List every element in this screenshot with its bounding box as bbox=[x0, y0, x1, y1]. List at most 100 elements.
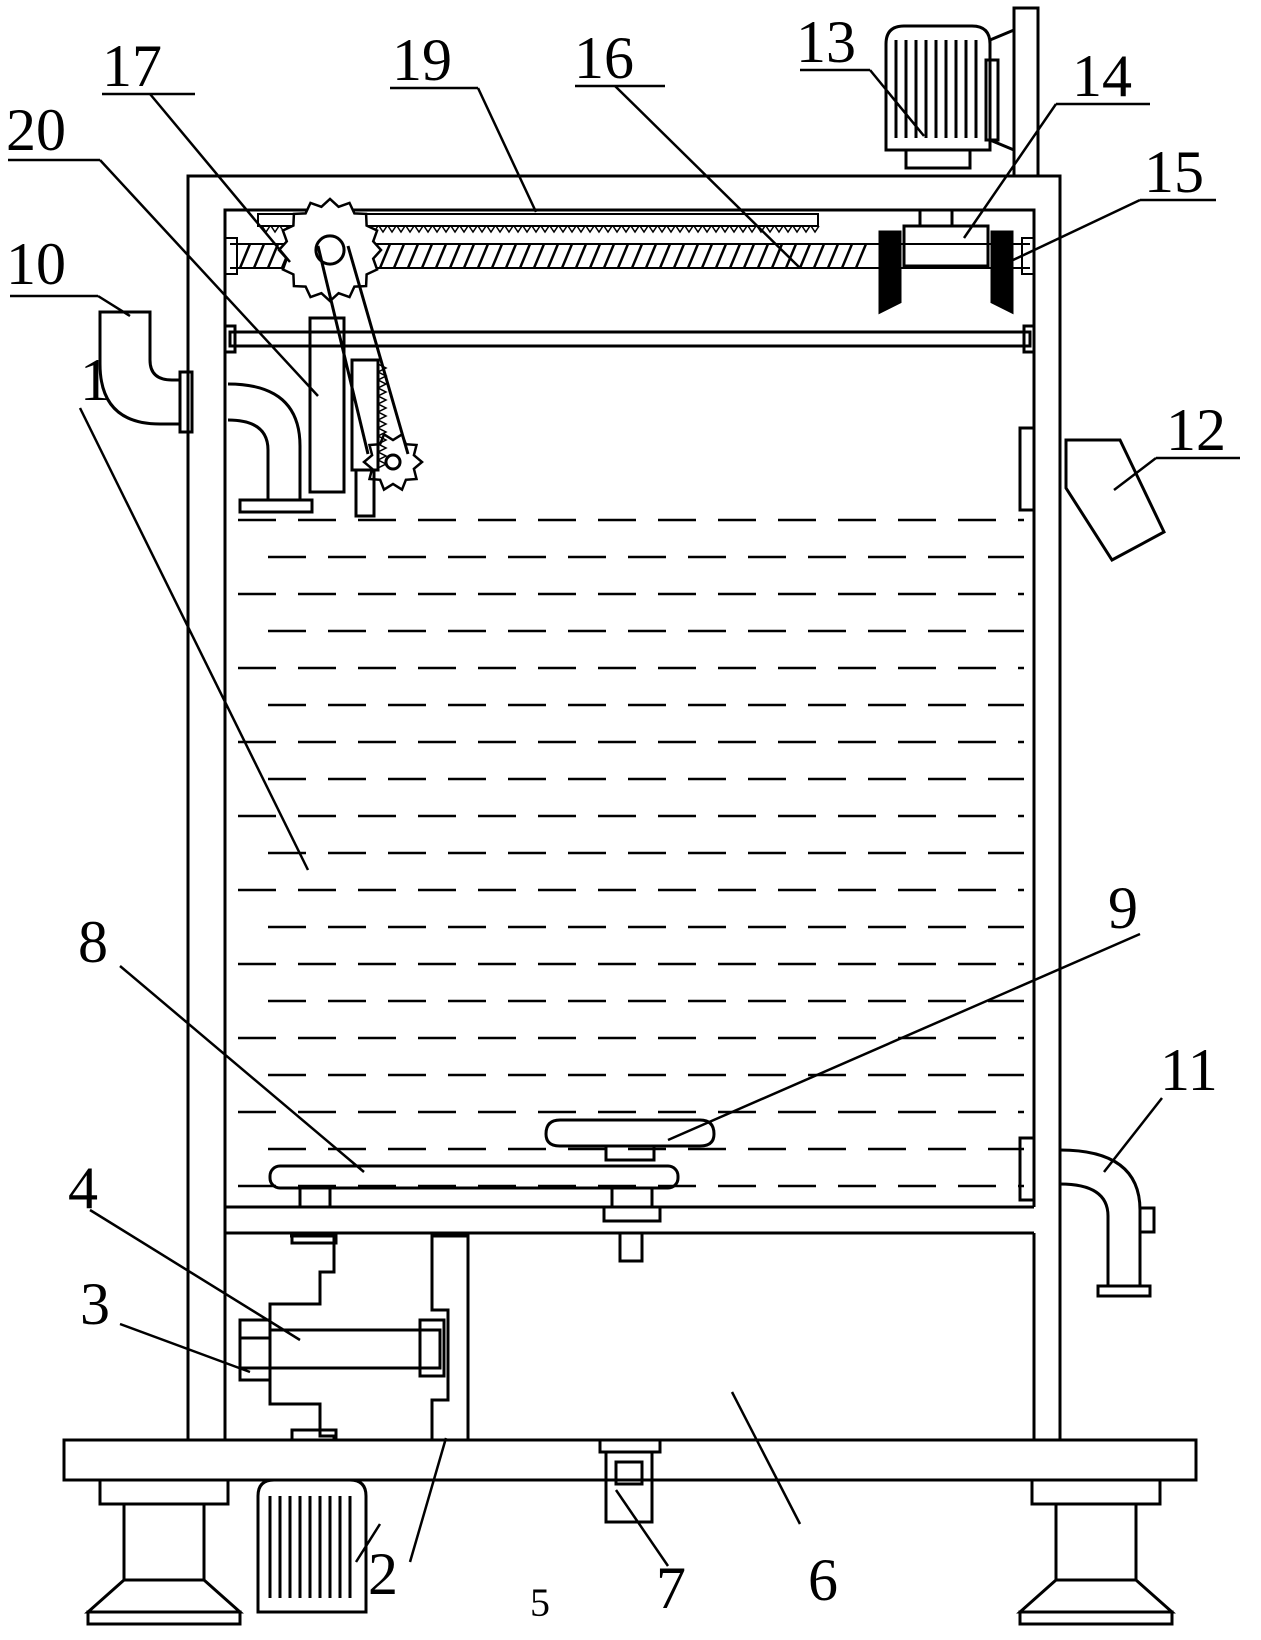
saw-tooth bbox=[377, 395, 388, 405]
foot-left bbox=[84, 1478, 244, 1626]
saw-tooth bbox=[377, 435, 388, 445]
saw-tooth bbox=[377, 403, 388, 413]
saw-tooth bbox=[377, 387, 388, 397]
saw-tooth bbox=[377, 411, 388, 421]
screw-thread bbox=[532, 243, 546, 269]
rack-tooth bbox=[729, 225, 739, 234]
screw-thread bbox=[546, 243, 560, 269]
screw-thread bbox=[462, 243, 476, 269]
screw-thread bbox=[756, 243, 770, 269]
rack-tooth bbox=[513, 225, 523, 234]
screw-thread bbox=[658, 243, 672, 269]
rack-tooth bbox=[567, 225, 577, 234]
rack-tooth bbox=[540, 225, 550, 234]
screw-thread bbox=[602, 243, 616, 269]
rack-tooth bbox=[684, 225, 694, 234]
screw-thread bbox=[714, 243, 728, 269]
rack-tooth bbox=[774, 225, 784, 234]
rack-tooth bbox=[639, 225, 649, 234]
saw-tooth bbox=[377, 379, 388, 389]
guide-rod bbox=[223, 324, 1036, 354]
screw-thread bbox=[812, 243, 826, 269]
screw-thread bbox=[574, 243, 588, 269]
saw-tooth bbox=[377, 443, 388, 453]
rack-tooth bbox=[675, 225, 685, 234]
rack-tooth bbox=[792, 225, 802, 234]
rack-tooth bbox=[531, 225, 541, 234]
rack-tooth bbox=[630, 225, 640, 234]
label-12: 12 bbox=[1166, 397, 1226, 463]
saw-tooth bbox=[377, 419, 388, 429]
label-5: 5 bbox=[530, 1580, 550, 1625]
saw-tooth bbox=[377, 363, 388, 373]
rack-tooth bbox=[621, 225, 631, 234]
screw-thread bbox=[392, 243, 406, 269]
rack-tooth bbox=[657, 225, 667, 234]
label-13: 13 bbox=[796, 9, 856, 75]
stirrer-and-belt bbox=[268, 1118, 716, 1223]
rack-tooth bbox=[396, 225, 406, 234]
rack-tooth bbox=[711, 225, 721, 234]
foot-right bbox=[1016, 1478, 1176, 1626]
screw-thread bbox=[700, 243, 714, 269]
rack-tooth bbox=[594, 225, 604, 234]
label-15: 15 bbox=[1144, 139, 1204, 205]
screw-thread bbox=[490, 243, 504, 269]
rack-tooth bbox=[801, 225, 811, 234]
label-7: 7 bbox=[656, 1555, 686, 1621]
rack-tooth bbox=[738, 225, 748, 234]
screw-thread bbox=[434, 243, 448, 269]
screw-thread bbox=[238, 243, 252, 269]
label-11: 11 bbox=[1160, 1037, 1218, 1103]
screw-thread bbox=[504, 243, 518, 269]
slider-block bbox=[878, 208, 1014, 315]
rack-tooth bbox=[495, 225, 505, 234]
rack-tooth bbox=[441, 225, 451, 234]
rack-tooth bbox=[405, 225, 415, 234]
rack-tooth bbox=[432, 225, 442, 234]
screw-thread bbox=[588, 243, 602, 269]
screw-thread bbox=[826, 243, 840, 269]
screw-thread bbox=[518, 243, 532, 269]
rack-tooth bbox=[549, 225, 559, 234]
rack-tooth bbox=[765, 225, 775, 234]
water-body bbox=[238, 518, 1024, 1188]
gear-belt-assembly bbox=[277, 197, 424, 518]
label-16: 16 bbox=[574, 25, 634, 91]
screw-thread bbox=[266, 243, 280, 269]
rack-tooth bbox=[603, 225, 613, 234]
lower-pump-unit bbox=[238, 1231, 662, 1524]
gear-hub bbox=[384, 453, 402, 471]
bottom-motor bbox=[256, 1478, 368, 1614]
rack-tooth bbox=[648, 225, 658, 234]
label-14: 14 bbox=[1072, 43, 1132, 109]
rack-tooth bbox=[378, 225, 388, 234]
label-3: 3 bbox=[80, 1271, 110, 1337]
screw-thread bbox=[448, 243, 462, 269]
screw-thread bbox=[644, 243, 658, 269]
rack-tooth bbox=[576, 225, 586, 234]
label-20: 20 bbox=[6, 97, 66, 163]
label-17: 17 bbox=[102, 33, 162, 99]
label-6: 6 bbox=[808, 1547, 838, 1613]
saw-tooth bbox=[377, 451, 388, 461]
rack-tooth bbox=[666, 225, 676, 234]
screw-thread bbox=[616, 243, 630, 269]
inlet-pipe bbox=[98, 310, 314, 514]
leader-lines bbox=[8, 68, 1240, 1567]
rack-tooth bbox=[423, 225, 433, 234]
rack-tooth bbox=[702, 225, 712, 234]
label-2: 2 bbox=[368, 1541, 398, 1607]
screw-thread bbox=[854, 243, 868, 269]
label-19: 19 bbox=[392, 27, 452, 93]
screw-thread bbox=[560, 243, 574, 269]
rack-tooth bbox=[468, 225, 478, 234]
screw-thread bbox=[784, 243, 798, 269]
screw-thread bbox=[476, 243, 490, 269]
screw-thread bbox=[742, 243, 756, 269]
rack-tooth bbox=[504, 225, 514, 234]
rack-tooth bbox=[387, 225, 397, 234]
rack-tooth bbox=[270, 225, 280, 234]
saw-tooth bbox=[377, 427, 388, 437]
label-4: 4 bbox=[68, 1155, 98, 1221]
